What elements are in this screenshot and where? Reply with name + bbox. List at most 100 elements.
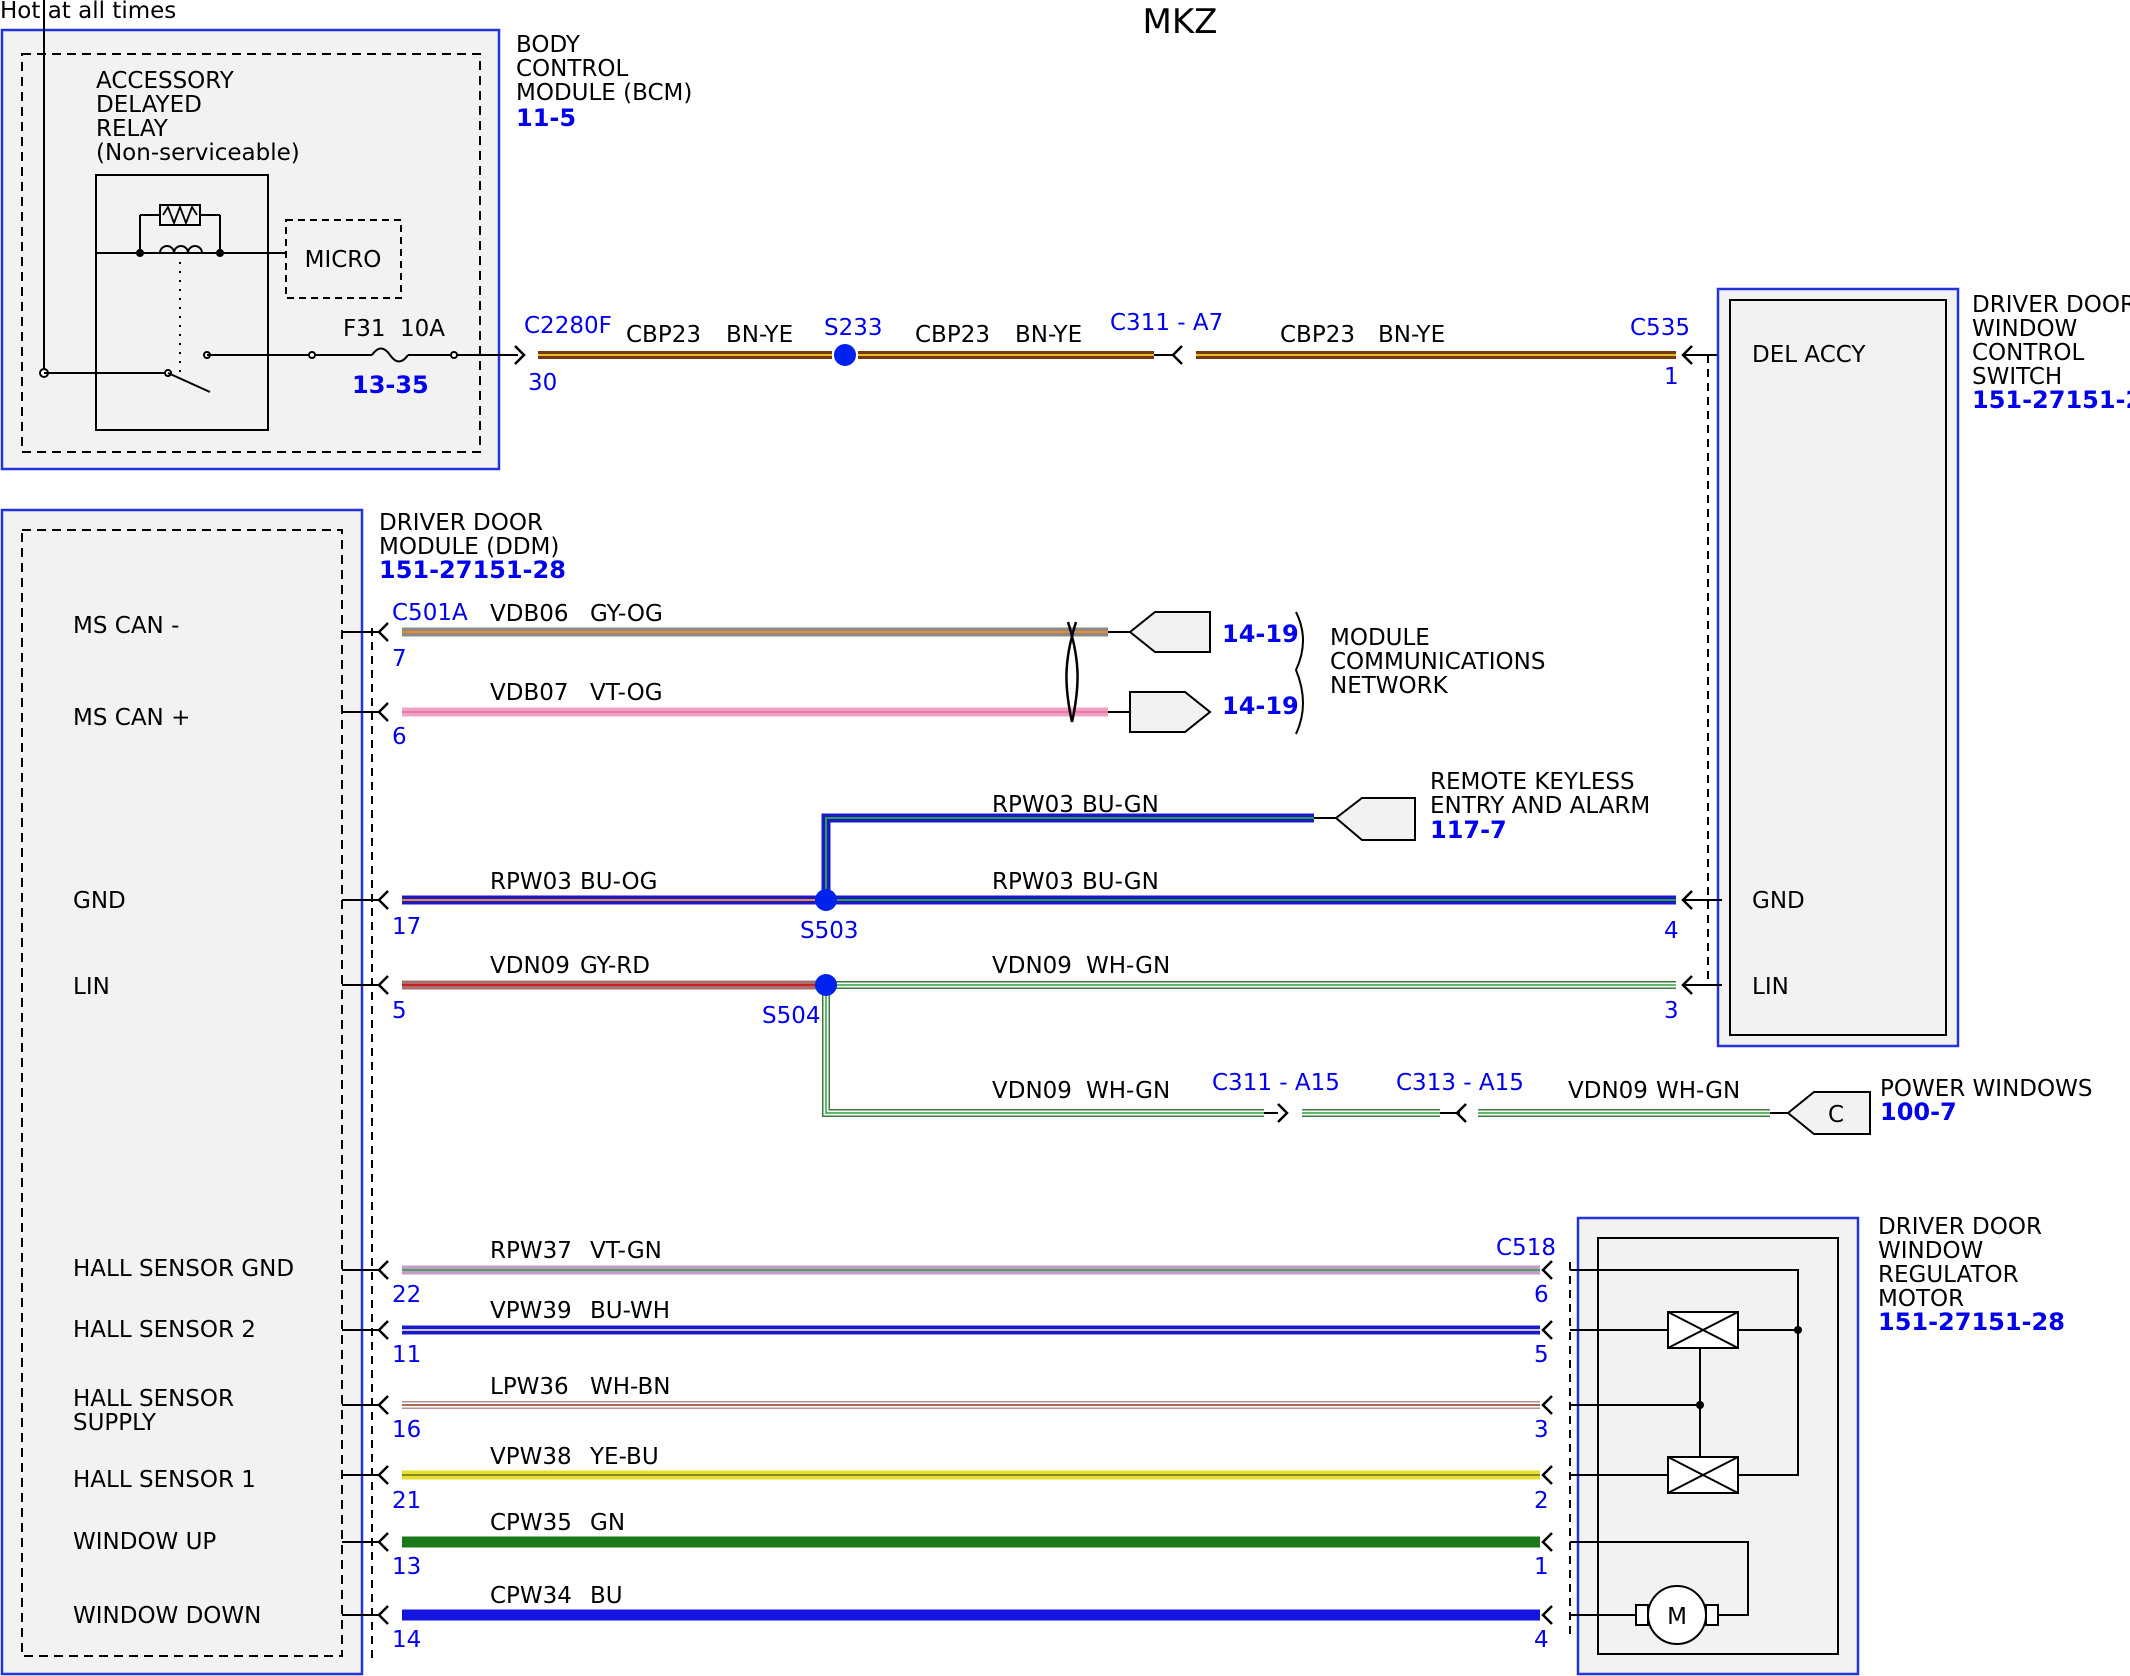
ddm-pin-hall-supply-2: SUPPLY [73, 1410, 157, 1436]
diagram-title: MKZ [1143, 2, 1218, 42]
can-minus-reference[interactable]: 14-19 [1222, 620, 1299, 648]
connector-c535[interactable]: C535 [1630, 315, 1690, 341]
w3-color: WH-BN [590, 1374, 671, 1400]
w3-circuit: LPW36 [490, 1374, 569, 1400]
power-windows-tag[interactable] [1786, 1091, 1871, 1135]
connector-c313-a15[interactable]: C313 - A15 [1396, 1070, 1524, 1096]
fuse-icon [371, 347, 409, 363]
w1-color: VT-GN [590, 1238, 662, 1264]
lin-circuit: VDN09 GY-RD 5 S504 VDN09 WH-GN 3 VDN09 W… [342, 953, 2092, 1135]
motor-icon [1647, 1585, 1707, 1645]
motor-name-line-1: DRIVER DOOR [1878, 1214, 2042, 1240]
connector-c501a[interactable]: C501A [392, 600, 468, 626]
motor-reference[interactable]: 151-27151-28 [1878, 1308, 2065, 1336]
seg2-circuit: CBP23 [915, 322, 990, 348]
can-minus-circuit: VDB06 [490, 601, 569, 627]
network-label-line-2: COMMUNICATIONS [1330, 649, 1545, 675]
power-windows-label: POWER WINDOWS [1880, 1076, 2092, 1102]
ddm-name-line-1: DRIVER DOOR [379, 510, 543, 536]
seg1-circuit: CBP23 [626, 322, 701, 348]
lin-right-color: WH-GN [1086, 953, 1170, 979]
splice-s233[interactable] [834, 344, 856, 366]
lin-lower2-circuit: VDN09 [1568, 1078, 1648, 1104]
w5-left-pin: 13 [392, 1554, 421, 1580]
can-minus-tag[interactable] [1128, 611, 1211, 653]
ms-can-circuits: VDB06 GY-OG 7 VDB07 VT-OG 6 14-19 14-19 … [342, 601, 1545, 750]
ddm-pin-hall-supply-1: HALL SENSOR [73, 1386, 234, 1412]
network-label-line-1: MODULE [1330, 625, 1430, 651]
dwcs-name-line-2: WINDOW [1972, 316, 2077, 342]
regulator-motor-module: DRIVER DOOR WINDOW REGULATOR MOTOR 151-2… [1570, 1214, 2065, 1676]
hall-sensor-2-icon [1667, 1311, 1739, 1349]
seg3-circuit: CBP23 [1280, 322, 1355, 348]
relay-coil-icon [159, 245, 203, 254]
relay-label-line-2: DELAYED [96, 92, 202, 118]
w2-color: BU-WH [590, 1298, 670, 1324]
ddm-name-line-2: MODULE (DDM) [379, 534, 559, 560]
can-plus-pin: 6 [392, 724, 407, 750]
w1-circuit: RPW37 [490, 1238, 572, 1264]
seg3-color: BN-YE [1378, 322, 1445, 348]
gnd-upper-circuit: RPW03 [992, 792, 1074, 818]
relay-label-line-1: ACCESSORY [96, 68, 235, 94]
w6-circuit: CPW34 [490, 1583, 572, 1609]
dwcs-name-line-4: SWITCH [1972, 364, 2062, 390]
w6-color: BU [590, 1583, 623, 1609]
bcm-reference[interactable]: 11-5 [516, 104, 576, 132]
motor-name-line-2: WINDOW [1878, 1238, 1983, 1264]
power-windows-reference[interactable]: 100-7 [1880, 1098, 1957, 1126]
w2-left-pin: 11 [392, 1342, 421, 1368]
hot-at-all-times-label: Hot at all times [0, 0, 176, 24]
micro-label: MICRO [305, 247, 382, 273]
w4-color: YE-BU [589, 1444, 659, 1470]
splice-s504-label: S504 [762, 1003, 821, 1029]
ground-circuit: RPW03 BU-OG 17 S503 RPW03 BU-GN RPW03 BU… [342, 769, 1722, 944]
ddm-pin-gnd: GND [73, 888, 126, 914]
seg2-color: BN-YE [1015, 322, 1082, 348]
w4-left-pin: 21 [392, 1488, 421, 1514]
lin-lower1-circuit: VDN09 [992, 1078, 1072, 1104]
seg1-color: BN-YE [726, 322, 793, 348]
network-label-line-3: NETWORK [1330, 673, 1449, 699]
fuse-rating: 10A [400, 316, 445, 342]
pin-1-c535: 1 [1664, 364, 1679, 390]
can-plus-reference[interactable]: 14-19 [1222, 692, 1299, 720]
lin-lower2-color: WH-GN [1656, 1078, 1740, 1104]
can-plus-tag[interactable] [1129, 691, 1212, 733]
relay-switch-icon [167, 372, 211, 393]
connector-c311-a7[interactable]: C311 - A7 [1110, 310, 1223, 336]
rke-reference[interactable]: 117-7 [1430, 816, 1507, 844]
dwcs-name-line-3: CONTROL [1972, 340, 2085, 366]
splice-s503[interactable] [815, 889, 837, 911]
lin-right-pin: 3 [1664, 998, 1679, 1024]
splice-s233-label: S233 [824, 315, 883, 341]
w2-right-pin: 5 [1534, 1342, 1549, 1368]
splice-s504[interactable] [815, 974, 837, 996]
w3-right-pin: 3 [1534, 1417, 1549, 1443]
dwcs-reference[interactable]: 151-27151-28 [1972, 386, 2130, 414]
relay-label-line-3: RELAY [96, 116, 169, 142]
gnd-right-color: BU-GN [1082, 869, 1159, 895]
bcm-name-line-1: BODY [516, 32, 581, 58]
connector-c2280f[interactable]: C2280F [524, 313, 612, 339]
w5-circuit: CPW35 [490, 1510, 572, 1536]
w5-color: GN [590, 1510, 625, 1536]
w6-right-pin: 4 [1534, 1627, 1549, 1653]
bcm-name-line-2: CONTROL [516, 56, 629, 82]
ddm-pin-ms-can-minus: MS CAN - [73, 613, 179, 639]
dwcs-pin-gnd: GND [1752, 888, 1805, 914]
w1-left-pin: 22 [392, 1282, 421, 1308]
w1-right-pin: 6 [1534, 1282, 1549, 1308]
rke-tag[interactable] [1334, 797, 1416, 841]
connector-c311-a15[interactable]: C311 - A15 [1212, 1070, 1340, 1096]
connector-c518[interactable]: C518 [1496, 1235, 1556, 1261]
ddm-reference[interactable]: 151-27151-28 [379, 556, 566, 584]
lin-lower1-color: WH-GN [1086, 1078, 1170, 1104]
lin-left-color: GY-RD [580, 953, 650, 979]
gnd-right-circuit: RPW03 [992, 869, 1074, 895]
fuse-label: F31 [343, 316, 386, 342]
motor-name-line-3: REGULATOR [1878, 1262, 2019, 1288]
fuse-reference[interactable]: 13-35 [352, 371, 429, 399]
power-windows-tag-letter: C [1828, 1102, 1844, 1128]
ddm-pin-hall-2: HALL SENSOR 2 [73, 1317, 256, 1343]
